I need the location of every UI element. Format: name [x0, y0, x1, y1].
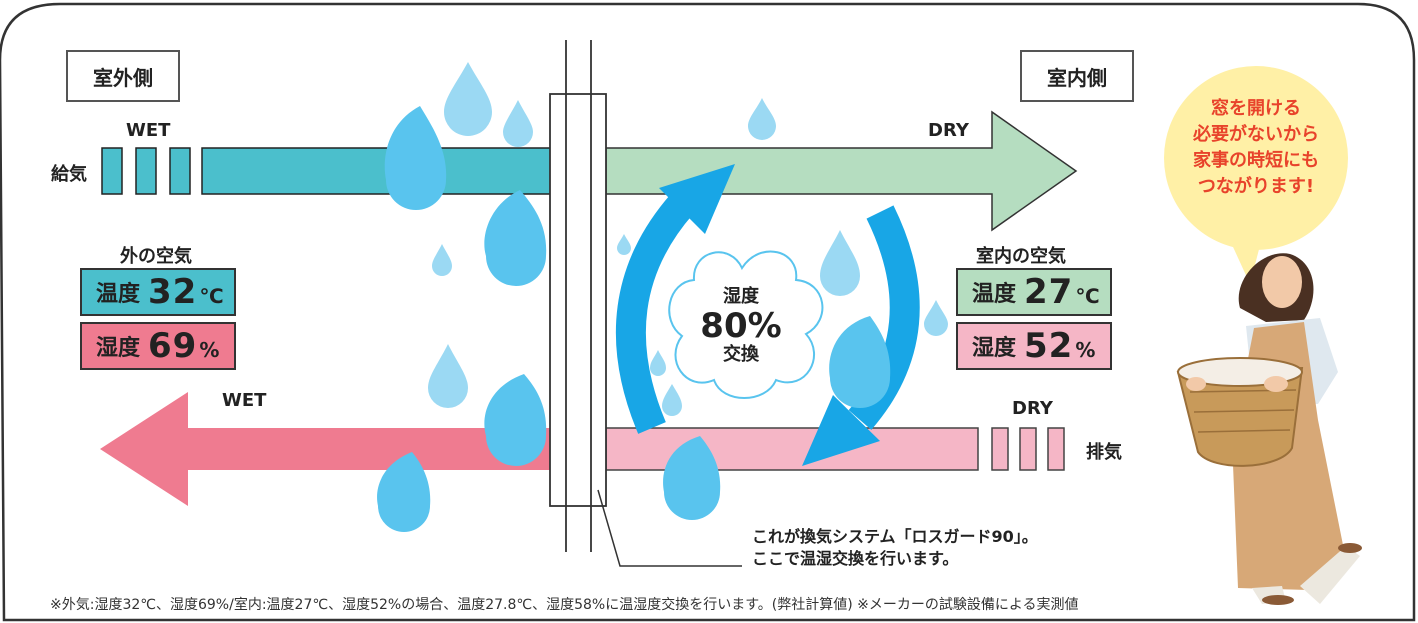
inside-temp-label: 温度 [972, 282, 1017, 307]
outside-temp-unit: ℃ [199, 284, 224, 308]
exchange-line2: 80% [700, 306, 782, 346]
drop [617, 234, 631, 255]
outside-temp-label: 温度 [96, 282, 141, 307]
outside-humid-label: 湿度 [96, 336, 141, 361]
bubble-line: つながります! [1197, 176, 1315, 197]
outside-humid-value: 69 [148, 326, 198, 366]
drop [663, 436, 721, 520]
exchange-line3: 交換 [723, 344, 759, 365]
water-drops [377, 62, 948, 532]
ventilation-unit [549, 40, 742, 567]
outside-side-text: 室外側 [93, 65, 153, 90]
drop [432, 244, 452, 276]
exhaust-label: 排気 [1086, 442, 1122, 463]
supply-label: 給気 [51, 164, 87, 185]
outside-air-label: 外の空気 [120, 246, 192, 267]
exhaust-wet-label: WET [222, 390, 267, 411]
inside-temp-value: 27 [1024, 272, 1074, 312]
supply-dry-label: DRY [928, 120, 969, 141]
inside-side-label: 室内側 [1020, 50, 1134, 102]
inside-humid-box: 湿度 52 % [956, 322, 1112, 370]
inside-humid-label: 湿度 [972, 336, 1017, 361]
drop [829, 316, 891, 408]
caption-line: これが換気システム「ロスガード90」。 [752, 527, 1038, 546]
outside-temp-value: 32 [148, 272, 198, 312]
outside-humid-box: 湿度 69 % [80, 322, 236, 370]
supply-arrow [101, 110, 1078, 232]
drop [428, 344, 468, 408]
drop [503, 100, 533, 147]
drop [748, 98, 776, 140]
inside-temp-unit: ℃ [1075, 284, 1100, 308]
footnote: ※外気:湿度32℃、湿度69%/室内:温度27℃、湿度52%の場合、温度27.8… [50, 597, 1079, 613]
inside-humid-value: 52 [1024, 326, 1074, 366]
drop [650, 350, 666, 376]
bubble-line: 必要がないから [1193, 124, 1319, 145]
woman-illustration [1176, 253, 1362, 605]
drop [444, 62, 492, 136]
speech-bubble [1164, 66, 1348, 284]
caption-line: ここで温湿交換を行います。 [752, 549, 959, 568]
inside-side-text: 室内側 [1047, 65, 1107, 90]
drop [377, 452, 431, 532]
exchange-text: 湿度 80% 交換 [682, 286, 800, 366]
inside-humid-unit: % [1075, 338, 1096, 362]
drop [924, 300, 948, 336]
exchange-line1: 湿度 [723, 286, 759, 307]
unit-caption: これが換気システム「ロスガード90」。 ここで温湿交換を行います。 [752, 526, 1038, 570]
drop [662, 384, 682, 416]
outside-temp-box: 温度 32 ℃ [80, 268, 236, 316]
bubble-line: 窓を開ける [1211, 98, 1301, 119]
inside-air-label: 室内の空気 [976, 246, 1066, 267]
drop [820, 230, 860, 296]
inside-temp-box: 温度 27 ℃ [956, 268, 1112, 316]
drop [484, 190, 547, 286]
drop [384, 106, 447, 210]
outside-side-label: 室外側 [66, 50, 180, 102]
supply-wet-label: WET [126, 120, 171, 141]
speech-bubble-text: 窓を開ける 必要がないから 家事の時短にも つながります! [1176, 96, 1336, 200]
drop [484, 374, 547, 466]
bubble-line: 家事の時短にも [1193, 150, 1319, 171]
outside-humid-unit: % [199, 338, 220, 362]
exhaust-dry-label: DRY [1012, 398, 1053, 419]
exchange-flower [668, 250, 824, 399]
